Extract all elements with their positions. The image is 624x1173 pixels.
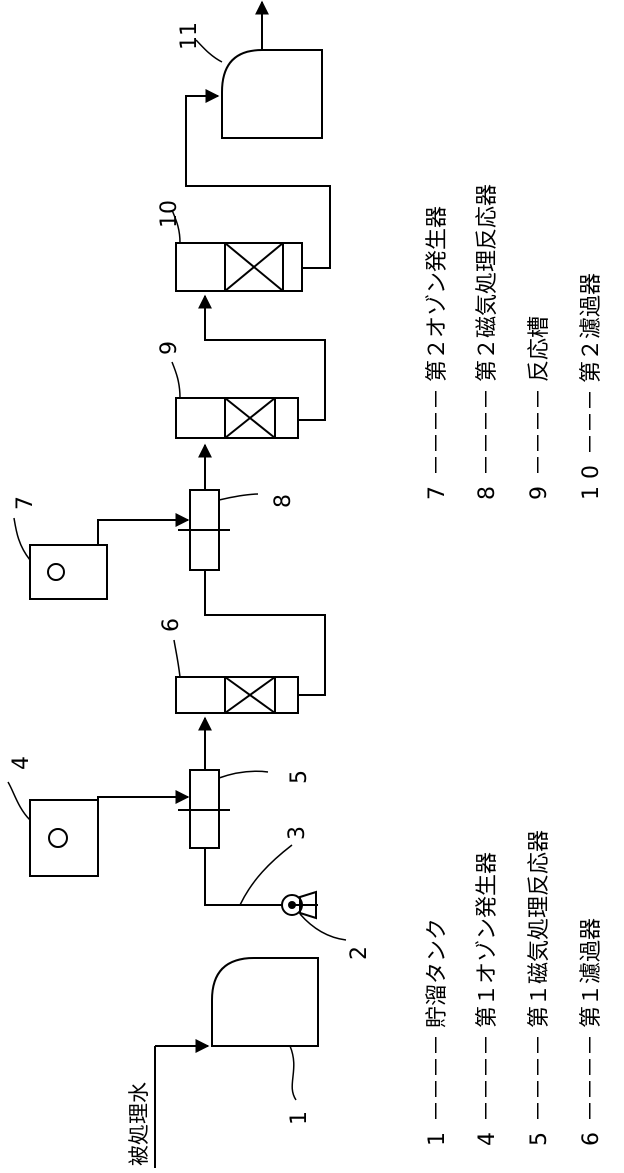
legend-entry-1: 1－－－－貯溜タンク: [425, 918, 450, 1146]
leader-7: [13, 517, 31, 561]
leader-3: [239, 844, 293, 906]
inflow-line: [154, 1039, 210, 1168]
label-3: 3: [285, 826, 310, 840]
ozone-feed-1: [97, 790, 190, 848]
leader-1: [289, 1045, 297, 1101]
pipe-3: [204, 848, 282, 906]
label-5: 5: [287, 770, 312, 784]
pipe-9-10: [198, 294, 326, 421]
reaction-tank-9: [175, 397, 299, 439]
label-9: 9: [157, 341, 182, 355]
ozone-generator-4: [29, 799, 99, 877]
leader-2: [299, 913, 347, 941]
magnetic-reactor-8: [178, 489, 230, 571]
legend-right: 7－－－－第２オゾン発生器 8－－－－第２磁気処理反応器 9－－－－反応槽 1 …: [425, 184, 604, 500]
label-6: 6: [159, 618, 184, 632]
legend-entry-5: 5－－－－第１磁気処理反応器: [527, 830, 552, 1146]
legend-entry-6: 6－－－－第１濾過器: [579, 918, 604, 1146]
legend-entry-8: 8－－－－第２磁気処理反応器: [475, 184, 500, 500]
legend-entry-10: 1 0－－－第２濾過器: [579, 273, 604, 500]
label-10: 10: [157, 200, 182, 228]
treated-tank-11: [221, 49, 323, 139]
ozone-generator-7: [29, 544, 108, 600]
label-4: 4: [9, 756, 34, 770]
label-1: 1: [287, 1111, 312, 1125]
label-8: 8: [271, 494, 296, 508]
legend-entry-4: 4－－－－第１オゾン発生器: [475, 852, 500, 1146]
ozone-feed-2: [97, 513, 190, 545]
filter-6: [175, 676, 299, 714]
label-7: 7: [13, 496, 38, 510]
pipe-10-11: [185, 89, 331, 269]
leader-10: [171, 209, 181, 244]
leader-4: [7, 781, 31, 821]
leader-8: [218, 493, 259, 501]
legend-left: 1－－－－貯溜タンク 4－－－－第１オゾン発生器 5－－－－第１磁気処理反応器 …: [425, 830, 604, 1146]
storage-tank-1: [211, 957, 319, 1047]
inflow-label: 被処理水: [127, 1082, 151, 1166]
leader-9: [171, 361, 181, 399]
filter-10: [175, 242, 303, 292]
label-11: 11: [177, 22, 202, 50]
legend-entry-9: 9－－－－反応槽: [527, 316, 552, 500]
label-2: 2: [347, 946, 372, 960]
leader-6: [173, 639, 181, 678]
legend-entry-7: 7－－－－第２オゾン発生器: [425, 206, 450, 500]
leader-11: [195, 39, 223, 63]
magnetic-reactor-5: [178, 769, 230, 849]
leader-5: [218, 770, 269, 779]
pipe-6-8: [204, 570, 326, 696]
